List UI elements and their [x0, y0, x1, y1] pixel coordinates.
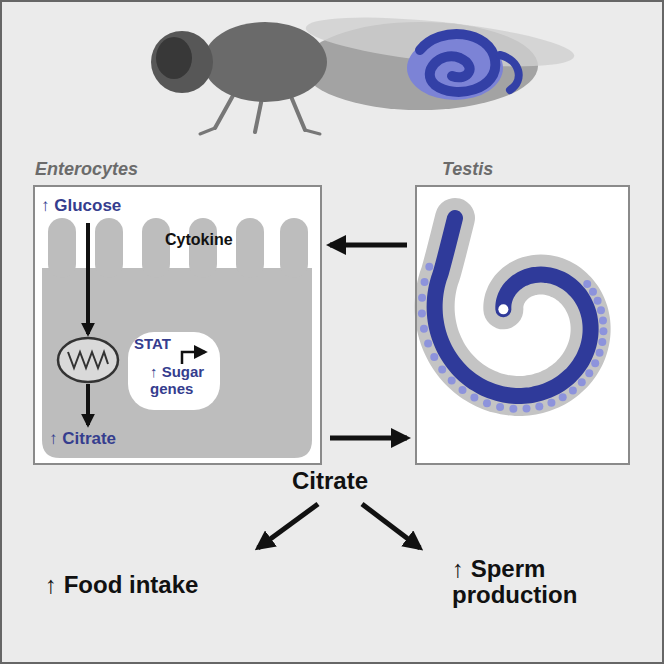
drawing-part — [500, 55, 519, 90]
drawing-part — [48, 218, 76, 278]
drawing-part — [255, 98, 262, 132]
drawing-part — [585, 369, 593, 377]
drawing-part — [151, 31, 213, 93]
pathway-arrow — [86, 223, 90, 334]
drawing-part — [509, 405, 517, 413]
signal-arrow — [330, 436, 407, 441]
drawing-part — [435, 218, 591, 396]
drawing-part — [418, 294, 426, 302]
testis-illustration — [418, 218, 608, 413]
node-text: ↑ Sugar genes — [150, 364, 218, 397]
drawing-part — [597, 306, 605, 314]
box-heading: Enterocytes — [35, 160, 138, 180]
tissue-box: Enterocytes↑ GlucoseCytokine↑ CitrateSTA… — [33, 185, 322, 465]
drawing-part — [420, 325, 428, 333]
drawing-part — [599, 317, 607, 325]
node-text: ↑ Citrate — [49, 430, 116, 449]
drawing-part — [594, 297, 602, 305]
fly-illustration — [151, 8, 576, 134]
drawing-part — [420, 34, 495, 92]
drawing-part — [583, 280, 591, 288]
signal-arrow — [330, 243, 407, 248]
drawing-part — [596, 349, 604, 357]
drawing-part — [290, 94, 305, 130]
nucleus: STAT ↑ Sugar genes — [128, 332, 224, 410]
drawing-part — [58, 338, 118, 382]
drawing-part — [42, 268, 312, 458]
effect-label: ↑ Sperm production — [452, 556, 612, 609]
node-text: Cytokine — [165, 231, 233, 249]
drawing-part — [215, 92, 235, 128]
drawing-part — [459, 386, 467, 394]
nucleus-ground — [128, 332, 220, 410]
drawing-part — [280, 218, 308, 278]
drawing-part — [569, 386, 577, 394]
enterocyte-cell — [42, 218, 312, 458]
drawing-part — [599, 327, 607, 335]
drawing-part — [483, 399, 491, 407]
drawing-part — [425, 263, 433, 271]
drawing-part — [598, 338, 606, 346]
effect-arrow — [362, 504, 420, 548]
drawing-part — [156, 37, 192, 79]
drawing-part — [421, 278, 429, 286]
drawing-part — [589, 288, 597, 296]
drawing-part — [470, 393, 478, 401]
mitochondrion — [58, 338, 118, 382]
pathway-arrow — [86, 384, 90, 425]
drawing-part — [95, 218, 123, 278]
tissue-box: Testis — [415, 185, 630, 465]
drawing-part — [547, 399, 555, 407]
node-text: STAT — [134, 336, 171, 353]
drawing-part — [448, 377, 456, 385]
drawing-part — [236, 218, 264, 278]
drawing-part — [424, 339, 432, 347]
node-text: ↑ Glucose — [41, 197, 121, 216]
drawing-part — [559, 393, 567, 401]
drawing-part — [430, 353, 438, 361]
effect-label: Citrate — [292, 468, 368, 494]
drawing-part — [418, 309, 426, 317]
effect-arrow — [258, 504, 318, 548]
drawing-part — [200, 128, 215, 134]
effect-label: ↑ Food intake — [45, 572, 198, 598]
drawing-part — [435, 218, 591, 396]
drawing-part — [535, 403, 543, 411]
drawing-part — [496, 403, 504, 411]
box-ground — [33, 185, 322, 465]
drawing-part — [498, 304, 508, 314]
transcription-arrow — [182, 352, 205, 364]
drawing-part — [203, 22, 327, 102]
drawing-part — [523, 405, 531, 413]
drawing-part — [438, 366, 446, 374]
drawing-part — [578, 378, 586, 386]
drawing-part — [68, 352, 108, 368]
drawing-part — [591, 359, 599, 367]
drawing-part — [305, 130, 320, 134]
box-ground — [415, 185, 630, 465]
box-heading: Testis — [442, 160, 493, 180]
